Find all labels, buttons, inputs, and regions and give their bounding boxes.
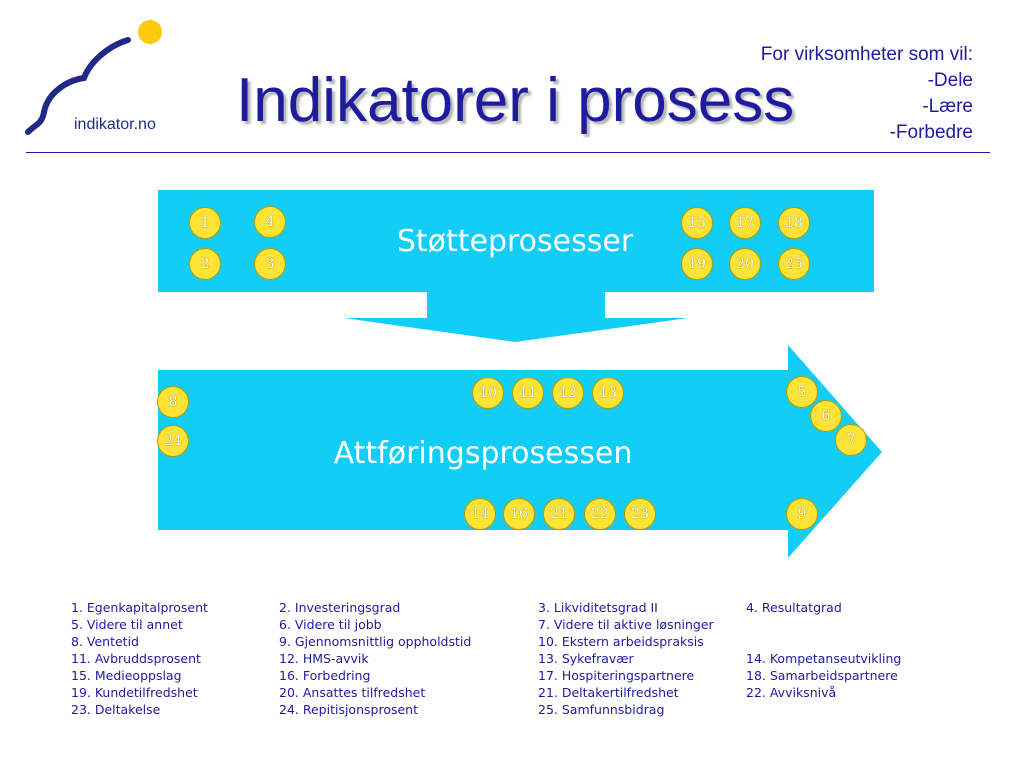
legend-item: 24. Repitisjonsprosent <box>279 702 418 717</box>
indicator-badge: 2 <box>189 248 221 280</box>
legend-item: 11. Avbruddsprosent <box>71 651 201 666</box>
indicator-badge: 20 <box>729 248 761 280</box>
support-process-label: Støtteprosesser <box>396 224 634 259</box>
legend-item: 7. Videre til aktive løsninger <box>538 617 714 632</box>
indicator-badge: 13 <box>592 377 624 409</box>
indicator-badge: 21 <box>543 498 575 530</box>
indicator-badge: 24 <box>157 425 189 457</box>
legend-item: 3. Likviditetsgrad II <box>538 600 658 615</box>
indicator-badge: 14 <box>464 498 496 530</box>
tagline-line: -Lære <box>922 96 973 117</box>
legend-item: 22. Avviksnivå <box>746 685 837 700</box>
indikator-logo <box>25 20 162 135</box>
legend-item: 6. Videre til jobb <box>279 617 382 632</box>
tagline: For virksomheter som vil: -Dele -Lære -F… <box>761 42 973 146</box>
indicator-badge: 9 <box>786 498 818 530</box>
legend-item: 19. Kundetilfredshet <box>71 685 198 700</box>
indicator-badge: 7 <box>835 424 867 456</box>
indicator-badge: 4 <box>254 206 286 238</box>
header-divider <box>26 152 990 153</box>
tagline-line: -Forbedre <box>889 122 973 143</box>
legend-item: 20. Ansattes tilfredshet <box>279 685 426 700</box>
logo-sun-icon <box>138 20 162 44</box>
legend-item: 12. HMS-avvik <box>279 651 369 666</box>
indicator-badge: 8 <box>157 386 189 418</box>
indicator-badge: 15 <box>681 207 713 239</box>
indicator-badge: 5 <box>786 376 818 408</box>
legend-item: 15. Medieoppslag <box>71 668 182 683</box>
legend-item: 25. Samfunnsbidrag <box>538 702 665 717</box>
logo-text: indikator.no <box>74 116 156 133</box>
indicator-badge: 3 <box>254 248 286 280</box>
legend-item: 16. Forbedring <box>279 668 371 683</box>
legend-item: 9. Gjennomsnittlig oppholdstid <box>279 634 472 649</box>
tagline-line: For virksomheter som vil: <box>760 44 973 65</box>
indicator-badge: 6 <box>810 400 842 432</box>
indicator-badge: 25 <box>778 248 810 280</box>
legend-item: 1. Egenkapitalprosent <box>71 600 208 615</box>
indicator-badge: 19 <box>681 248 713 280</box>
legend-item: 23. Deltakelse <box>71 702 161 717</box>
legend-item: 18. Samarbeidspartnere <box>746 668 898 683</box>
indicator-badge: 23 <box>624 498 656 530</box>
legend-item: 4. Resultatgrad <box>746 600 842 615</box>
indicator-badge: 11 <box>512 377 544 409</box>
legend-item: 2. Investeringsgrad <box>279 600 401 615</box>
legend-item: 10. Ekstern arbeidspraksis <box>538 634 704 649</box>
legend-item: 5. Videre til annet <box>71 617 183 632</box>
indicator-badge: 10 <box>472 377 504 409</box>
legend-item: 8. Ventetid <box>71 634 139 649</box>
indicator-badge: 1 <box>189 207 221 239</box>
legend-item: 13. Sykefravær <box>538 651 634 666</box>
legend-item: 21. Deltakertilfredshet <box>538 685 679 700</box>
page-title: Indikatorer i prosess <box>236 66 795 135</box>
legend-item: 14. Kompetanseutvikling <box>746 651 902 666</box>
logo-arc-icon <box>25 37 131 135</box>
indicator-badge: 17 <box>729 207 761 239</box>
indicator-badge: 12 <box>552 377 584 409</box>
indicator-badge: 16 <box>503 498 535 530</box>
indicator-badge: 22 <box>584 498 616 530</box>
tagline-line: -Dele <box>927 70 973 91</box>
legend-item: 17. Hospiteringspartnere <box>538 668 695 683</box>
main-process-label: Attføringsprosessen <box>333 436 633 471</box>
indicator-badge: 18 <box>778 207 810 239</box>
